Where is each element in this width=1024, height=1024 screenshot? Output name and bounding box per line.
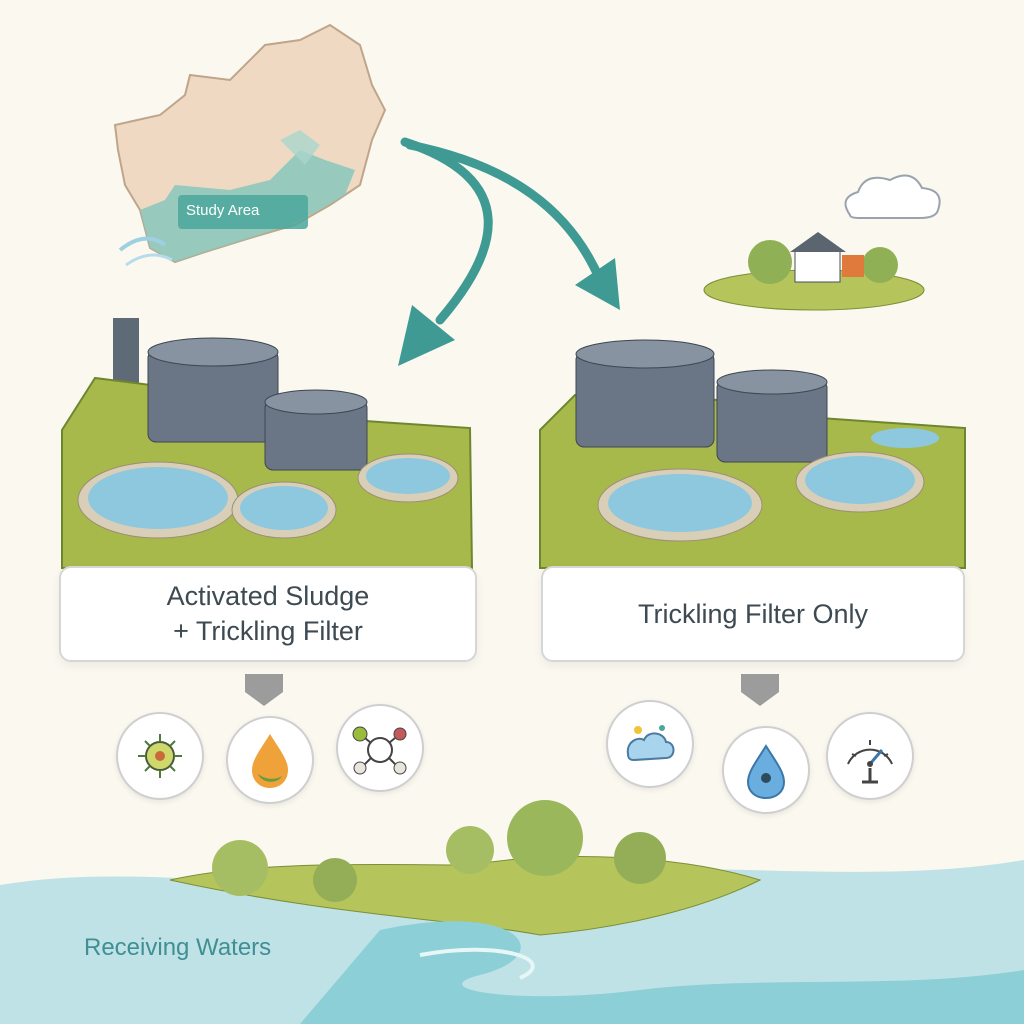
option-label: Activated Sludge + Trickling Filter bbox=[166, 581, 370, 646]
oil-drop-icon bbox=[226, 716, 314, 804]
cloud-icon bbox=[844, 174, 941, 219]
arrow-to-left-plant bbox=[400, 137, 493, 325]
region-map bbox=[113, 23, 387, 264]
pressure-gauge-icon bbox=[826, 712, 914, 800]
virus-icon bbox=[116, 712, 204, 800]
arrow-to-right-plant bbox=[405, 140, 605, 285]
foam-icon bbox=[606, 700, 694, 788]
water-drop-icon bbox=[722, 726, 810, 814]
flow-arrows bbox=[400, 137, 605, 325]
molecule-icon bbox=[336, 704, 424, 792]
right-plant-scene bbox=[539, 339, 966, 569]
study-area-tag-bg bbox=[178, 195, 308, 229]
option-label: Trickling Filter Only bbox=[637, 598, 869, 629]
receiving-waters-label: Receiving Waters bbox=[84, 934, 272, 961]
receiving-waters-scene bbox=[0, 800, 1024, 1024]
pointer-left bbox=[245, 674, 283, 706]
pointer-right bbox=[741, 674, 779, 706]
option-activated-sludge-trickling: Activated Sludge + Trickling Filter bbox=[59, 566, 477, 662]
settlement-island bbox=[703, 232, 925, 311]
option-trickling-only: Trickling Filter Only bbox=[541, 566, 965, 662]
study-area-label: Study Area bbox=[186, 202, 260, 219]
arrow-head-right bbox=[575, 258, 620, 310]
left-plant-scene bbox=[61, 337, 474, 569]
arrow-head-left bbox=[398, 305, 455, 366]
